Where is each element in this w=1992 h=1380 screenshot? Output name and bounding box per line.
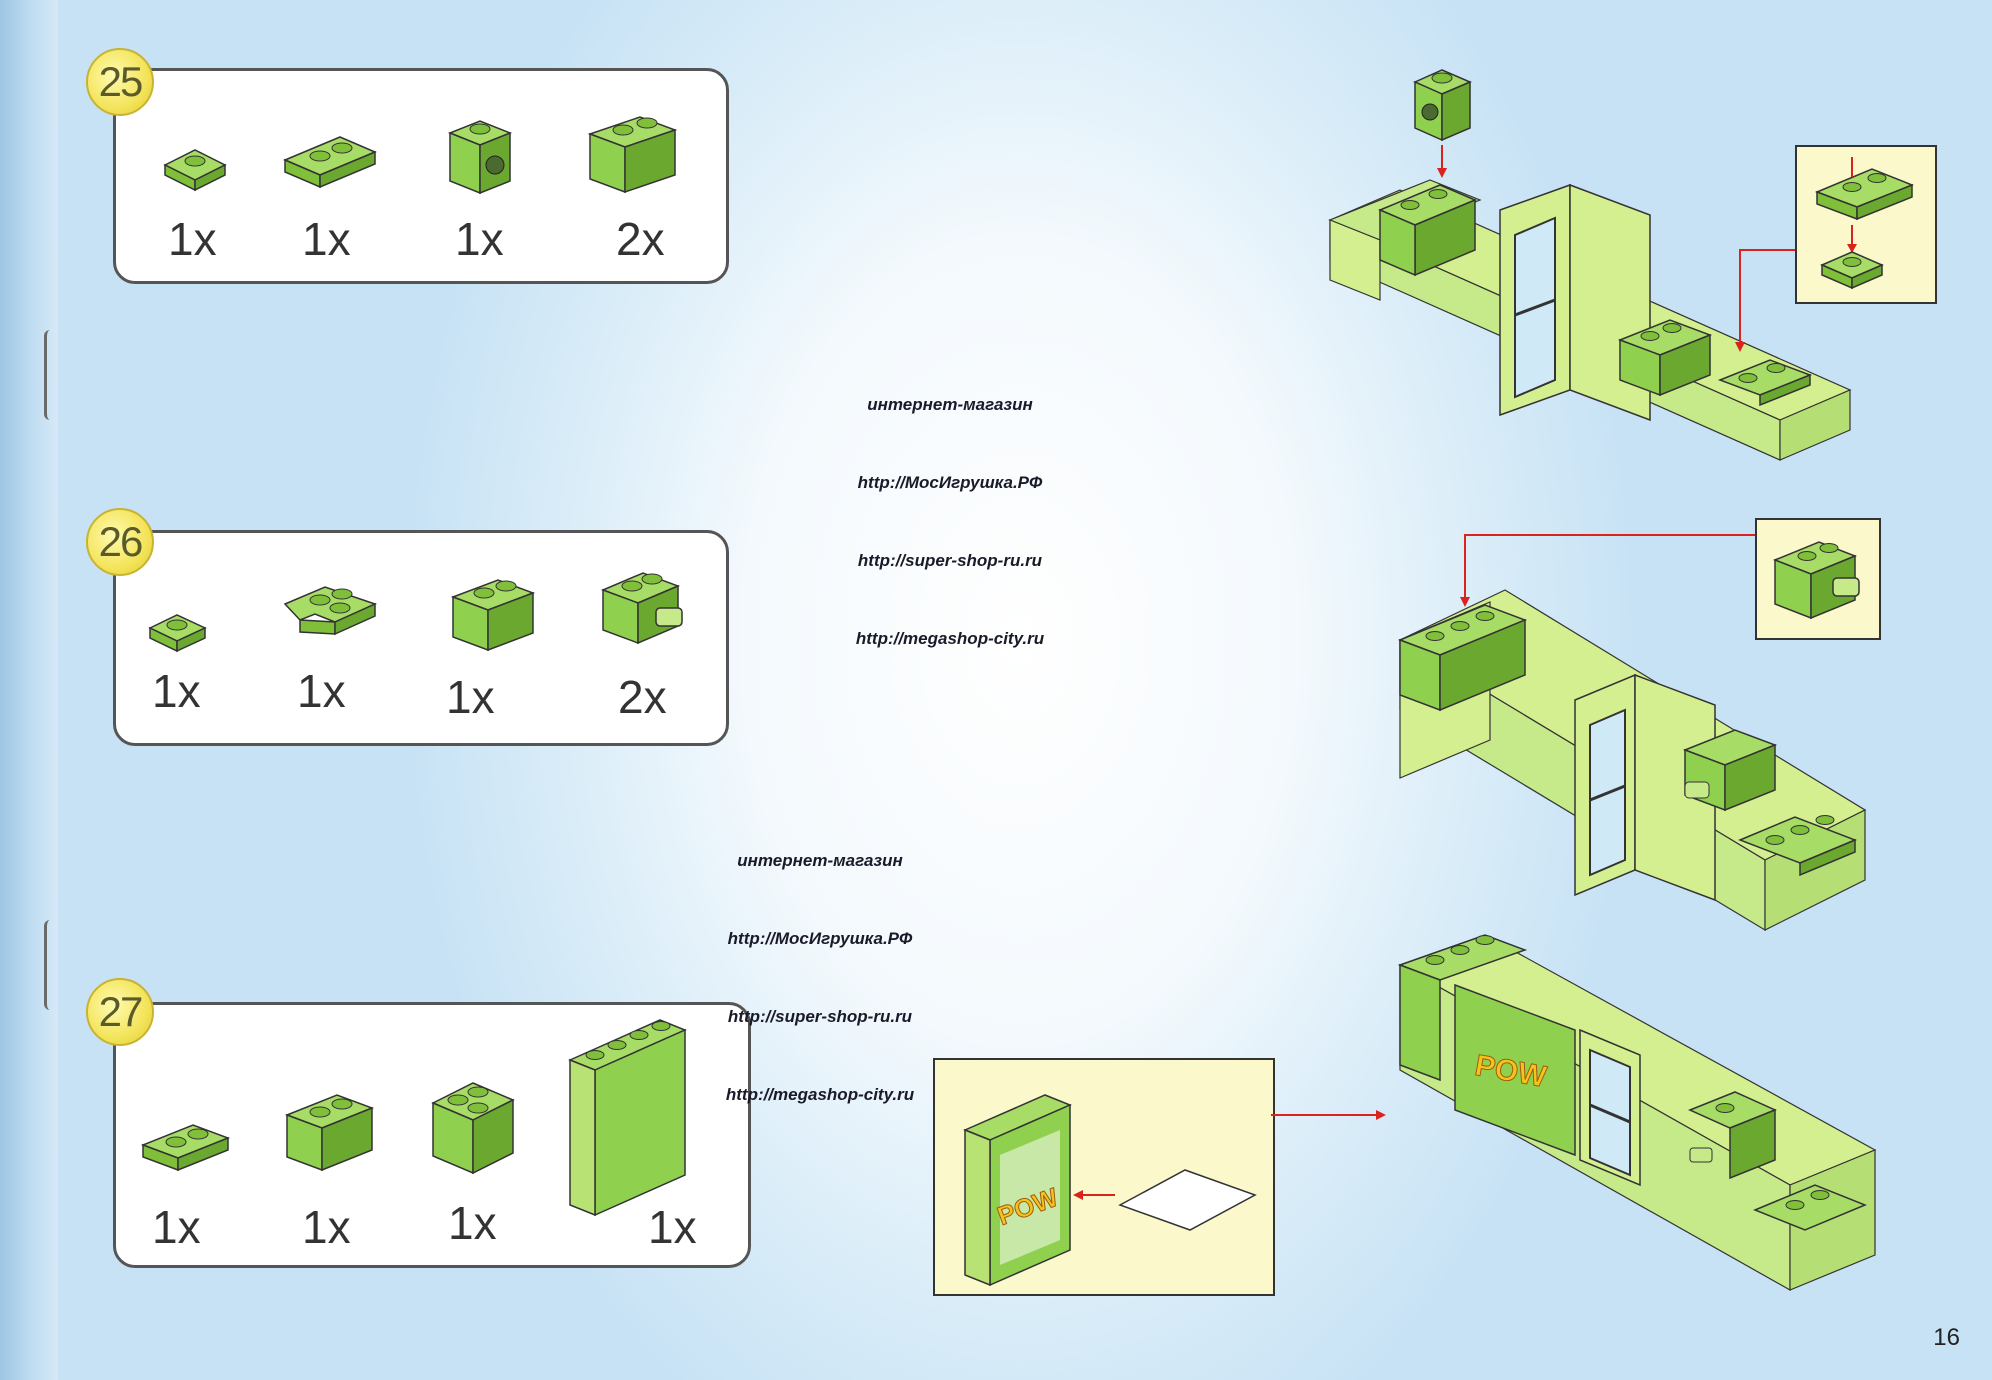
quantity-label: 1x — [302, 213, 351, 265]
assembly-step-27-illustration: POW — [1397, 934, 1877, 1292]
quantity-label: 2x — [618, 671, 667, 723]
watermark-line: http://МосИгрушка.РФ — [727, 929, 913, 948]
watermark-line: http://super-shop-ru.ru — [857, 551, 1043, 570]
quantity-label: 1x — [152, 1201, 201, 1253]
panel-sticker-icon: POW — [963, 1094, 1257, 1287]
step-badge: 26 — [86, 508, 154, 576]
quantity-label: 2x — [616, 213, 665, 265]
quantity-label: 1x — [448, 1197, 497, 1249]
plate-stack-icon — [1814, 157, 1915, 290]
plate-1x2-icon — [140, 1124, 231, 1172]
technic-brick-1x1-icon — [447, 120, 513, 195]
red-arrow-icon — [1271, 1110, 1386, 1120]
assembly-step-25-illustration — [1328, 69, 1852, 461]
step-number: 26 — [98, 518, 144, 565]
sticker-application-inset: POW — [933, 1058, 1275, 1296]
watermark-line: http://megashop-city.ru — [855, 629, 1045, 648]
brick-1x2-icon — [284, 1094, 375, 1172]
panel-1x4x3-icon — [568, 1019, 687, 1217]
quantity-label: 1x — [455, 213, 504, 265]
quantity-label: 1x — [446, 671, 495, 723]
watermark-line: http://super-shop-ru.ru — [727, 1007, 913, 1026]
quantity-label: 1x — [302, 1201, 351, 1253]
quantity-label: 1x — [648, 1201, 697, 1253]
plate-corner-icon — [283, 586, 378, 636]
step-badge: 25 — [86, 48, 154, 116]
brick-clip-icon — [1772, 541, 1860, 620]
plate-2x2-icon — [283, 136, 377, 189]
watermark-line: http://МосИгрушка.РФ — [857, 473, 1043, 492]
watermark-line: http://megashop-city.ru — [725, 1085, 915, 1104]
brick-2x2-icon — [587, 116, 678, 194]
step-number: 27 — [98, 988, 144, 1035]
brick-2x2-icon — [450, 579, 536, 652]
step-badge: 27 — [86, 978, 154, 1046]
quantity-label: 1x — [297, 665, 346, 717]
quantity-label: 1x — [168, 213, 217, 265]
quantity-label: 1x — [152, 665, 201, 717]
watermark-line: интернет-магазин — [737, 851, 903, 870]
sub-assembly-inset — [1795, 145, 1937, 304]
booklet-spine — [0, 0, 58, 1380]
plate-1x2-icon — [163, 149, 227, 192]
staple-icon — [44, 920, 57, 1010]
brick-clip-icon — [600, 572, 683, 645]
sub-assembly-inset — [1755, 518, 1881, 640]
step-number: 25 — [98, 58, 144, 105]
staple-icon — [44, 330, 57, 420]
brick-corner-icon — [431, 1082, 515, 1175]
watermark-text: интернет-магазин http://МосИгрушка.РФ ht… — [840, 340, 1060, 704]
assembly-step-26-illustration — [1397, 534, 1867, 932]
page-number: 16 — [1933, 1324, 1960, 1351]
plate-1x1-icon — [148, 614, 207, 653]
watermark-text: интернет-магазин http://МосИгрушка.РФ ht… — [710, 796, 930, 1160]
watermark-line: интернет-магазин — [867, 395, 1033, 414]
